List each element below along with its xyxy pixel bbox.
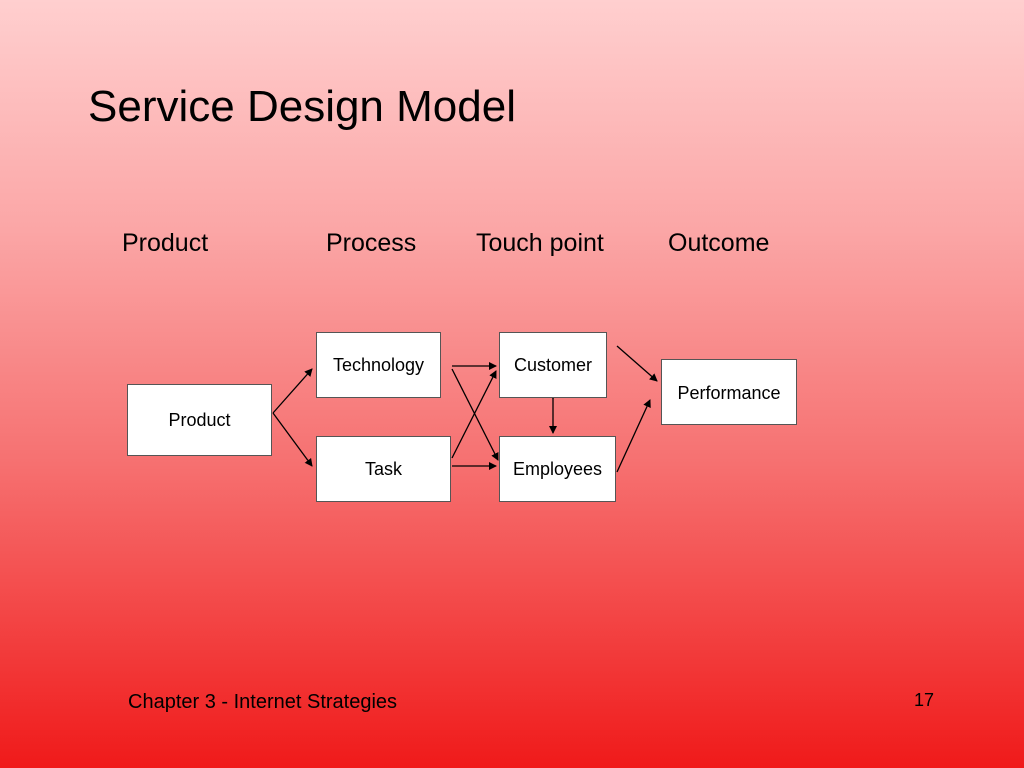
node-label: Performance (677, 383, 781, 403)
arrow-product-to-task (272, 412, 313, 467)
node-task: Task (316, 436, 451, 502)
arrow-customer-to-performance (616, 345, 658, 382)
node-label: Customer (513, 355, 593, 375)
node-label: Product (168, 409, 231, 430)
arrow-task-to-customer (451, 370, 497, 459)
node-product: Product (127, 384, 272, 456)
node-label: Task (364, 458, 402, 479)
node-employees: Employees (499, 436, 616, 502)
node-technology: Technology (316, 332, 441, 398)
node-performance: Performance (661, 359, 797, 425)
column-header-process: Process (326, 229, 417, 257)
node-customer: Customer (499, 332, 607, 398)
arrow-technology-to-employees (451, 368, 499, 461)
footer-chapter: Chapter 3 - Internet Strategies (128, 691, 398, 713)
page-number: 17 (914, 690, 935, 710)
node-label: Technology (332, 355, 425, 375)
column-header-outcome: Outcome (668, 229, 770, 257)
arrow-product-to-technology (272, 368, 313, 414)
column-header-product: Product (122, 229, 209, 257)
slide-title: Service Design Model (88, 82, 516, 131)
column-header-touch-point: Touch point (476, 229, 604, 257)
node-label: Employees (512, 458, 603, 479)
arrow-employees-to-performance (616, 399, 651, 473)
